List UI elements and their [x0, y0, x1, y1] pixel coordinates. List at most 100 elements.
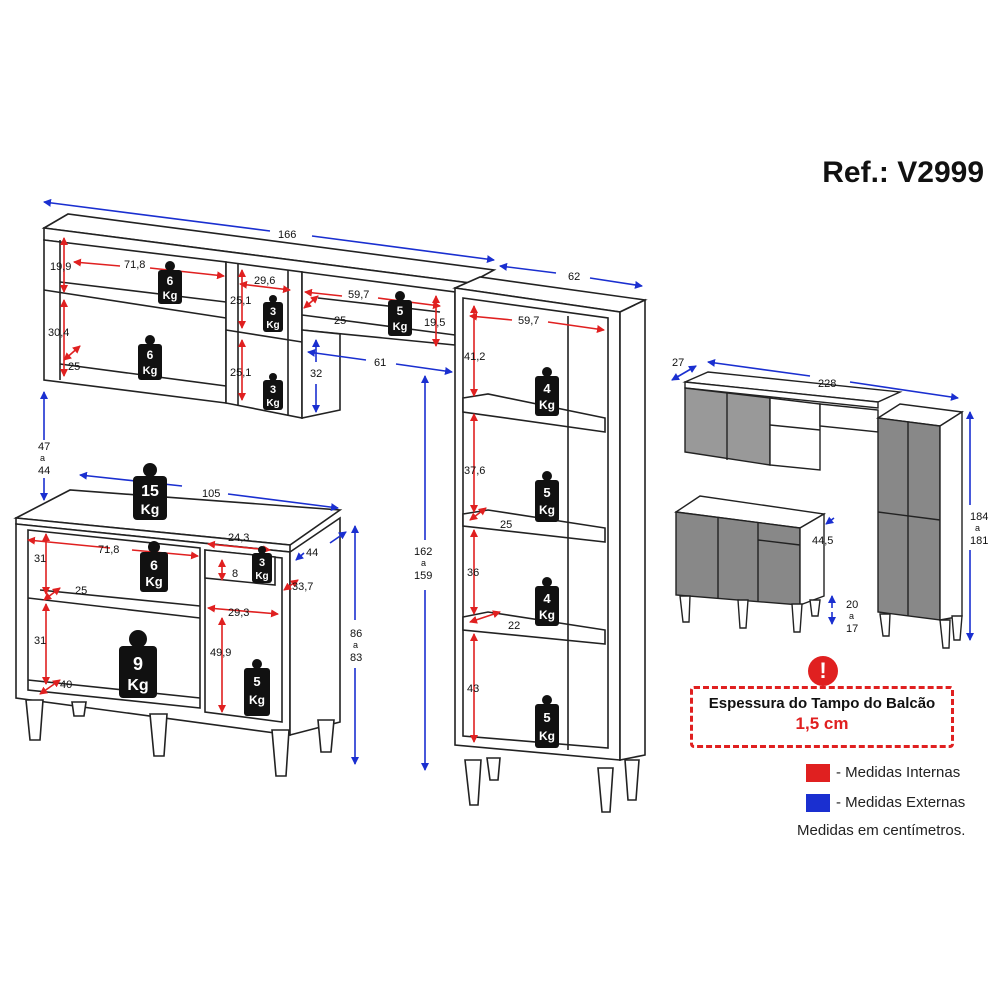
- legend-label-internal: - Medidas Internas: [836, 764, 961, 781]
- dim-pantry-h4: 43: [467, 683, 479, 695]
- units-note: Medidas em centímetros.: [797, 822, 966, 839]
- legend-internal: - Medidas Internas: [806, 764, 961, 783]
- dim-gap-top: 47: [38, 441, 50, 453]
- dim-gap-a: a: [40, 453, 45, 463]
- dim-door-w: 29,3: [228, 607, 249, 619]
- weight-unit: Kg: [266, 398, 279, 409]
- dim-mini-height-top: 184: [970, 511, 988, 523]
- dim-mini-height-bot: 181: [970, 535, 988, 547]
- dim-pantry-width: 62: [568, 271, 580, 283]
- weight-value: 3: [270, 384, 276, 396]
- internal-dimension-lines: [27, 237, 605, 743]
- dim-base-d1: 25: [75, 585, 87, 597]
- weight-value: 9: [133, 654, 143, 674]
- dim-right-shelf-h: 19,5: [424, 317, 445, 329]
- weight-value: 15: [141, 483, 159, 500]
- dim-base-d2: 40: [60, 679, 72, 691]
- dim-upper-shelf-w1: 71,8: [124, 259, 145, 271]
- weight-unit: Kg: [163, 290, 178, 302]
- dim-pantry-d1: 25: [500, 519, 512, 531]
- reference-code: Ref.: V2999: [822, 156, 984, 189]
- dim-pantry-h1: 41,2: [464, 351, 485, 363]
- dim-pantry-d2: 22: [508, 620, 520, 632]
- weight-value: 3: [259, 557, 265, 569]
- dim-upper-shelf-h2: 30,4: [48, 327, 69, 339]
- weight-icon-niche-bottom: 3 Kg: [263, 373, 283, 410]
- dim-niche-h1: 25,1: [230, 295, 251, 307]
- dim-leg-a: a: [849, 611, 854, 621]
- weight-icon-niche-top: 3 Kg: [263, 295, 283, 332]
- base-cabinet: [13, 489, 343, 777]
- weight-unit: Kg: [539, 729, 555, 743]
- legend-external: - Medidas Externas: [806, 794, 966, 813]
- dim-upper-offset: 61: [374, 357, 386, 369]
- dim-mini-height-a: a: [975, 523, 980, 533]
- weight-icon-pantry-2: 5 Kg: [535, 471, 559, 522]
- dim-door-h: 49,9: [210, 647, 231, 659]
- dim-leg-top: 20: [846, 599, 858, 611]
- dim-drawer-d: 33,7: [292, 581, 313, 593]
- weight-value: 6: [167, 274, 174, 288]
- weight-unit: Kg: [141, 501, 160, 517]
- weight-unit: Kg: [249, 693, 265, 707]
- weight-unit: Kg: [127, 677, 148, 694]
- weight-icon-upper-right: 5 Kg: [388, 291, 412, 336]
- dim-total-bot: 159: [414, 570, 432, 582]
- dim-gap-bot: 44: [38, 465, 50, 477]
- weight-value: 3: [270, 306, 276, 318]
- dim-upper-width: 166: [278, 229, 296, 241]
- weight-icon-countertop: 15 Kg: [133, 463, 167, 520]
- weight-value: 4: [543, 381, 551, 396]
- dim-base-h1: 31: [34, 553, 46, 565]
- dim-right-shelf-w: 59,7: [348, 289, 369, 301]
- dim-drawer-w: 24,3: [228, 532, 249, 544]
- dim-mini-base-depth: 44,5: [812, 535, 833, 547]
- weight-value: 6: [150, 557, 158, 573]
- weight-icon-pantry-4: 5 Kg: [535, 695, 559, 748]
- weight-value: 5: [543, 710, 550, 725]
- dim-upper-shelf-h1: 19,9: [50, 261, 71, 273]
- legend-label-external: - Medidas Externas: [836, 794, 966, 811]
- pantry-cabinet: [452, 276, 648, 813]
- weight-icon-upper-left: 6 Kg: [158, 261, 182, 304]
- weight-icon-base-shelf: 6 Kg: [140, 541, 168, 592]
- weight-icon-base-bottom: 9 Kg: [119, 630, 157, 698]
- notice-title: Espessura do Tampo do Balcão: [708, 695, 936, 712]
- weight-unit: Kg: [539, 608, 555, 622]
- dim-base-inner-w: 71,8: [98, 544, 119, 556]
- dim-base-h-top: 86: [350, 628, 362, 640]
- dim-upper-depth-ext: 32: [310, 368, 322, 380]
- weight-value: 5: [253, 674, 260, 689]
- weight-icon-pantry-1: 4 Kg: [535, 367, 559, 416]
- mini-preview: [674, 371, 965, 649]
- weight-unit: Kg: [539, 398, 555, 412]
- dim-pantry-inner-w: 59,7: [518, 315, 539, 327]
- notice-value: 1,5 cm: [795, 714, 849, 733]
- dim-drawer-h: 8: [232, 568, 238, 580]
- weight-value: 5: [397, 304, 404, 318]
- dim-total-top: 162: [414, 546, 432, 558]
- weight-icons: 6 Kg 6 Kg 3 Kg 3 Kg 5 Kg: [119, 261, 559, 748]
- dim-pantry-h2: 37,6: [464, 465, 485, 477]
- exclamation-icon: !: [808, 656, 838, 686]
- dim-mini-width: 228: [818, 378, 836, 390]
- weight-value: 4: [543, 591, 551, 606]
- weight-unit: Kg: [539, 503, 555, 517]
- weight-unit: Kg: [266, 320, 279, 331]
- legend-swatch-external: [806, 794, 830, 813]
- weight-value: 6: [147, 348, 154, 362]
- dim-base-h-a: a: [353, 640, 358, 650]
- dim-right-shelf-d: 25: [334, 315, 346, 327]
- dim-base-h2: 31: [34, 635, 46, 647]
- dim-base-width: 105: [202, 488, 220, 500]
- dim-base-depth: 44: [306, 547, 318, 559]
- dim-leg-bot: 17: [846, 623, 858, 635]
- weight-unit: Kg: [393, 321, 408, 333]
- weight-icon-base-door: 5 Kg: [244, 659, 270, 716]
- dim-mini-depth-top: 27: [672, 357, 684, 369]
- weight-unit: Kg: [255, 571, 268, 582]
- weight-unit: Kg: [143, 365, 158, 377]
- dim-pantry-h3: 36: [467, 567, 479, 579]
- dim-total-a: a: [421, 558, 426, 568]
